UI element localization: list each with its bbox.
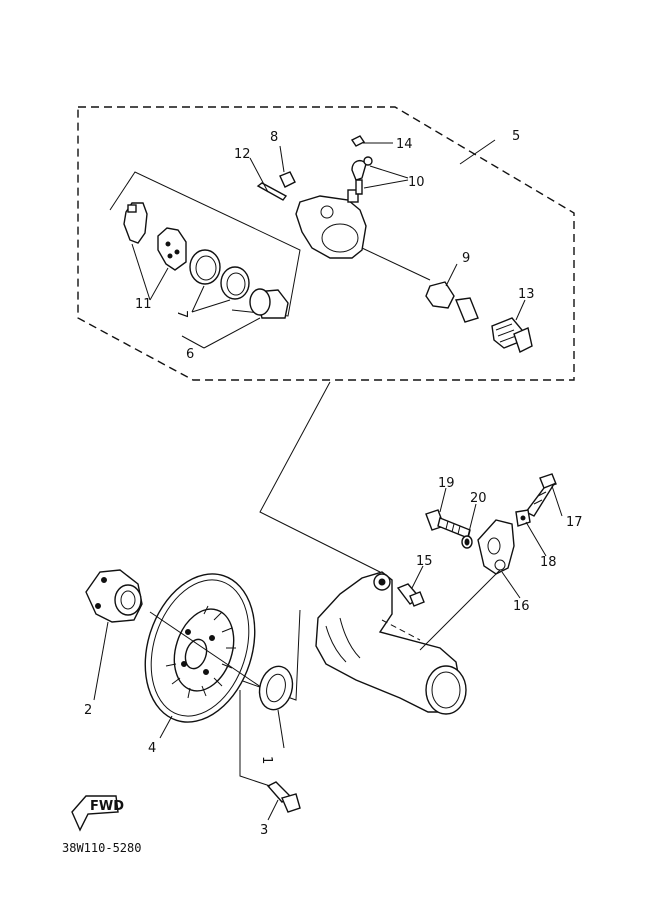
pin-boot (425, 281, 479, 323)
callout-13: 13 (518, 287, 535, 302)
nut (515, 509, 531, 527)
caliper-seal-1 (189, 249, 221, 285)
axle-housing (315, 571, 467, 715)
fwd-label: FWD (90, 799, 124, 814)
axle-guide-line (239, 609, 301, 701)
oil-seal (258, 665, 294, 711)
caliper-body (295, 189, 367, 259)
callout-12: 12 (234, 147, 251, 162)
disc-bolt (266, 781, 301, 813)
callout-2: 2 (84, 703, 92, 718)
caliper-bolt (491, 317, 533, 353)
callout-16: 16 (513, 599, 530, 614)
brake-pad-right (157, 227, 187, 271)
callout-6: 6 (186, 347, 194, 362)
callout-19: 19 (438, 476, 455, 491)
caliper-seal-2 (220, 266, 250, 300)
callout-10: 10 (408, 175, 425, 190)
callout-11: 11 (135, 297, 152, 312)
bolt-15 (396, 583, 425, 607)
disc-bolt-guide-line (239, 690, 271, 787)
bolt-17 (524, 473, 557, 517)
slide-line (361, 247, 431, 281)
retaining-pin (256, 182, 288, 201)
callout-18: 18 (540, 555, 557, 570)
axle-centerline (381, 619, 421, 641)
hub-axis-line (149, 611, 281, 701)
brake-disc (144, 573, 256, 723)
callout-14: 14 (396, 137, 413, 152)
forward-arrow-icon: FWD (71, 795, 124, 832)
callout-20: 20 (470, 491, 487, 506)
caliper-assembly-boundary (77, 106, 575, 381)
wheel-hub (85, 569, 143, 623)
brake-pad-left (123, 202, 148, 244)
callout-8: 8 (270, 130, 278, 145)
callout-17: 17 (566, 515, 583, 530)
callout-1: 1 (259, 756, 274, 764)
callout-15: 15 (416, 554, 433, 569)
caliper-piston (249, 288, 289, 319)
bleed-screw (350, 135, 373, 195)
caliper-bracket-16 (477, 519, 515, 575)
drawing-code: 38W110-5280 (62, 841, 141, 855)
washer (461, 535, 473, 549)
callout-9: 9 (462, 251, 470, 266)
callout-7: 7 (174, 310, 189, 318)
plug (279, 171, 296, 188)
bracket-connector-line (259, 381, 381, 573)
callout-3: 3 (260, 823, 268, 838)
leader-lines (93, 139, 563, 821)
callout-4: 4 (148, 741, 156, 756)
bolt-19 (425, 509, 471, 539)
callout-5: 5 (512, 129, 520, 144)
